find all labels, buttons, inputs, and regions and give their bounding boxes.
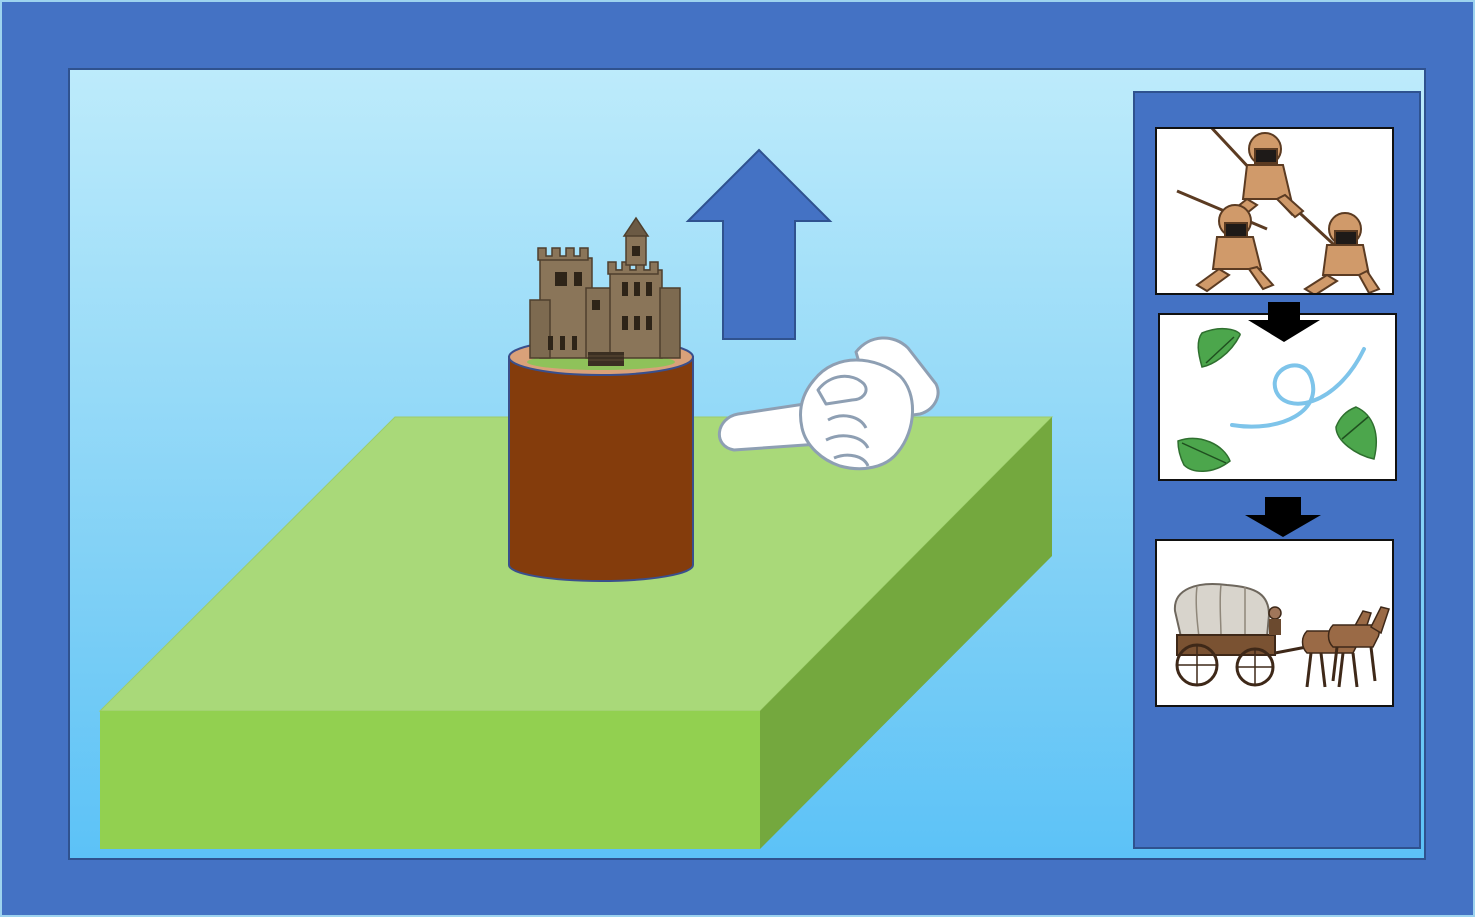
platform-side bbox=[760, 417, 1052, 849]
up-arrow-icon[interactable] bbox=[685, 148, 833, 340]
spear-soldiers-icon bbox=[1176, 129, 1381, 293]
pointing-hand-icon[interactable] bbox=[717, 336, 940, 471]
step-card-wagon[interactable] bbox=[1155, 539, 1394, 707]
pillar-body bbox=[508, 356, 694, 582]
platform-front bbox=[100, 711, 760, 849]
pillar[interactable] bbox=[508, 338, 694, 582]
covered-wagon-icon bbox=[1173, 583, 1390, 688]
step-card-wind[interactable] bbox=[1158, 313, 1397, 481]
wind-leaves-icon bbox=[1177, 327, 1377, 472]
step-card-soldiers[interactable] bbox=[1155, 127, 1394, 295]
castle-icon[interactable] bbox=[527, 216, 681, 370]
